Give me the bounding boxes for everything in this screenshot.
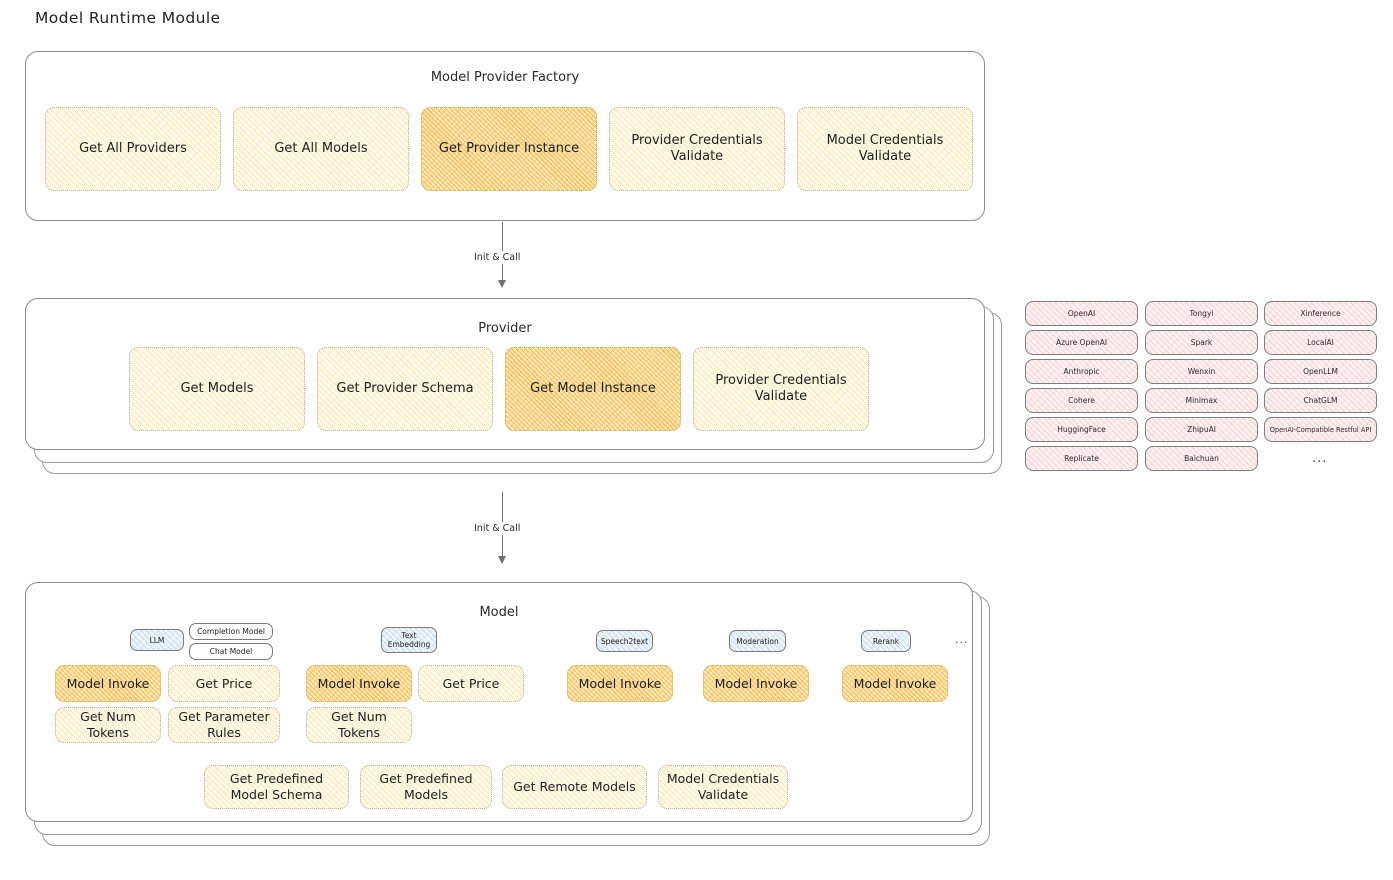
badge-llm[interactable]: LLM xyxy=(130,629,184,651)
panel-model-provider-factory: Model Provider Factory Get All Providers… xyxy=(25,51,985,221)
method-llm-get-num-tokens[interactable]: Get Num Tokens xyxy=(55,707,161,743)
badge-moderation[interactable]: Moderation xyxy=(729,630,786,652)
badge-speech2text[interactable]: Speech2text xyxy=(596,630,653,652)
panel-title-provider: Provider xyxy=(478,321,532,336)
provider-pill-baichuan[interactable]: Baichuan xyxy=(1145,446,1258,471)
provider-pill-localai[interactable]: LocalAI xyxy=(1264,330,1377,355)
arrow-label-init-call-2: Init & Call xyxy=(470,522,525,535)
badge-rerank[interactable]: Rerank xyxy=(861,630,911,652)
provider-pill-chatglm[interactable]: ChatGLM xyxy=(1264,388,1377,413)
provider-pill-replicate[interactable]: Replicate xyxy=(1025,446,1138,471)
model-types-more-ellipsis: ... xyxy=(955,633,969,646)
provider-pill-xinference[interactable]: Xinference xyxy=(1264,301,1377,326)
method-get-remote-models[interactable]: Get Remote Models xyxy=(502,765,647,809)
method-llm-get-price[interactable]: Get Price xyxy=(168,665,280,702)
provider-pill-openllm[interactable]: OpenLLM xyxy=(1264,359,1377,384)
provider-pill-minimax[interactable]: Minimax xyxy=(1145,388,1258,413)
provider-list-more-ellipsis: ... xyxy=(1312,451,1328,466)
method-llm-get-parameter-rules[interactable]: Get Parameter Rules xyxy=(168,707,280,743)
badge-chat-model[interactable]: Chat Model xyxy=(189,643,273,660)
method-provider-credentials-validate[interactable]: Provider Credentials Validate xyxy=(609,107,785,191)
provider-pill-azure-openai[interactable]: Azure OpenAI xyxy=(1025,330,1138,355)
method-get-predefined-model-schema[interactable]: Get Predefined Model Schema xyxy=(204,765,349,809)
method-get-provider-instance[interactable]: Get Provider Instance xyxy=(421,107,597,191)
page-title: Model Runtime Module xyxy=(35,9,221,27)
method-get-model-instance[interactable]: Get Model Instance xyxy=(505,347,681,431)
method-text-embedding-get-num-tokens[interactable]: Get Num Tokens xyxy=(306,707,412,743)
panel-provider: Provider Get Models Get Provider Schema … xyxy=(25,298,985,450)
arrow-factory-to-provider-head xyxy=(498,280,506,288)
badge-completion-model[interactable]: Completion Model xyxy=(189,623,273,640)
provider-pill-huggingface[interactable]: HuggingFace xyxy=(1025,417,1138,442)
method-llm-model-invoke[interactable]: Model Invoke xyxy=(55,665,161,702)
method-get-all-models[interactable]: Get All Models xyxy=(233,107,409,191)
method-get-predefined-models[interactable]: Get Predefined Models xyxy=(360,765,492,809)
panel-title-factory: Model Provider Factory xyxy=(430,70,580,85)
method-text-embedding-get-price[interactable]: Get Price xyxy=(418,665,524,702)
method-moderation-model-invoke[interactable]: Model Invoke xyxy=(703,665,809,702)
method-model-credentials-validate[interactable]: Model Credentials Validate xyxy=(797,107,973,191)
provider-pill-zhipuai[interactable]: ZhipuAI xyxy=(1145,417,1258,442)
method-get-models[interactable]: Get Models xyxy=(129,347,305,431)
provider-pill-openai-compatible-restful-api[interactable]: OpenAI-Compatible Restful API xyxy=(1264,417,1377,442)
panel-title-model: Model xyxy=(479,605,519,620)
provider-pill-spark[interactable]: Spark xyxy=(1145,330,1258,355)
provider-pill-cohere[interactable]: Cohere xyxy=(1025,388,1138,413)
method-speech2text-model-invoke[interactable]: Model Invoke xyxy=(567,665,673,702)
provider-pill-wenxin[interactable]: Wenxin xyxy=(1145,359,1258,384)
method-get-provider-schema[interactable]: Get Provider Schema xyxy=(317,347,493,431)
provider-pill-openai[interactable]: OpenAI xyxy=(1025,301,1138,326)
method-model-credentials-validate-2[interactable]: Model Credentials Validate xyxy=(658,765,788,809)
method-provider-credentials-validate-2[interactable]: Provider Credentials Validate xyxy=(693,347,869,431)
panel-model: Model LLM Completion Model Chat Model Mo… xyxy=(25,582,973,822)
provider-pill-tongyi[interactable]: Tongyi xyxy=(1145,301,1258,326)
method-text-embedding-model-invoke[interactable]: Model Invoke xyxy=(306,665,412,702)
provider-pill-anthropic[interactable]: Anthropic xyxy=(1025,359,1138,384)
arrow-label-init-call-1: Init & Call xyxy=(470,251,525,264)
method-rerank-model-invoke[interactable]: Model Invoke xyxy=(842,665,948,702)
arrow-provider-to-model-head xyxy=(498,556,506,564)
badge-text-embedding[interactable]: Text Embedding xyxy=(381,627,437,653)
method-get-all-providers[interactable]: Get All Providers xyxy=(45,107,221,191)
